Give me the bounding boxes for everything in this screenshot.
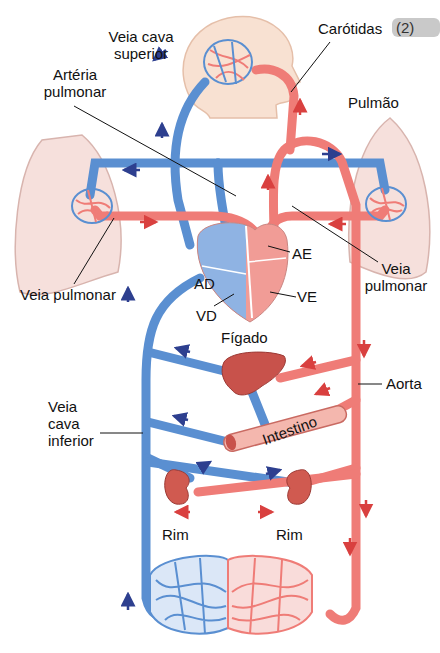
part-label: Aorta [386,375,440,392]
capillary-net [150,556,228,634]
flow-arrow [266,470,280,474]
flow-arrow [322,153,340,156]
flow-arrow [124,50,366,610]
capillary-net [72,189,112,223]
capillary-net [366,187,406,221]
flow-arrow [124,169,140,172]
flow-arrow [365,500,368,516]
part-label: VD [196,307,236,324]
leader-line [74,106,236,196]
part-label: Rim [276,526,316,543]
part-label: Veia pulmonar [20,286,140,303]
flow-arrow [349,538,352,554]
part-label: Artéria pulmonar [30,66,120,100]
flow-arrow [176,511,190,514]
flow-arrow [174,416,188,420]
flow-arrow [299,100,302,115]
capillary-net [76,190,110,222]
leader-line [270,292,296,297]
capillary-net [156,558,226,634]
leader-line [74,218,114,284]
part-label: Rim [162,526,202,543]
organ [165,470,189,505]
organ [224,433,238,451]
venous-vessel [148,422,228,442]
organ [222,404,348,453]
capillary-net [72,40,406,634]
flow-arrow [258,511,272,514]
organ [287,470,311,505]
heart [246,226,252,318]
heart [202,258,286,274]
flow-arrow [363,340,366,356]
leader-line [214,294,234,306]
leader-line [358,384,382,385]
part-label: Pulmão [348,94,418,111]
leader-line [100,433,143,434]
flow-arrow [302,362,316,366]
capillary-net [208,50,250,80]
arterial-vessel [95,69,385,620]
capillary-net [214,42,236,84]
flow-arrow [127,288,130,302]
part-label: Carótidas [318,20,398,37]
arterial-vessel [272,141,356,620]
organ [165,352,348,504]
flow-arrow [140,221,156,224]
part-label: Veia pulmonar [356,260,436,294]
heart [180,210,288,330]
flow-arrow [330,223,346,226]
part-label: Veia cava superior [96,28,186,62]
flow-arrow [127,594,130,610]
capillary-net [204,40,252,84]
flow-arrow [316,388,330,394]
flow-arrow [200,462,210,468]
capillary-net [370,188,404,220]
capillary-net [228,556,312,634]
part-label: VE [297,288,337,305]
part-label: Intestino [260,405,341,448]
leader-line [74,42,382,433]
heart [180,210,246,330]
flow-arrow [176,348,190,352]
capillary-net [232,558,308,634]
leader-line [292,206,378,262]
flow-arrow [267,176,270,190]
head-outline [183,17,300,118]
leader-line [268,246,290,252]
flow-arrow [161,124,164,138]
part-label: AE [292,245,332,262]
arterial-vessel [280,360,356,378]
arterial-vessel [198,474,356,492]
arterial-vessel [256,69,294,150]
leader-line [291,42,330,92]
part-label: Fígado [221,329,291,346]
venous-vessel [218,163,385,190]
organ [222,404,348,453]
part-label: AD [194,275,234,292]
venous-vessel [90,163,218,195]
organ [222,352,285,395]
lung-shape [349,118,430,279]
part-label: Veia cava inferior [48,398,103,449]
callout-number: (2) [392,18,440,37]
venous-vessel [148,352,228,372]
head-outline [183,17,300,118]
